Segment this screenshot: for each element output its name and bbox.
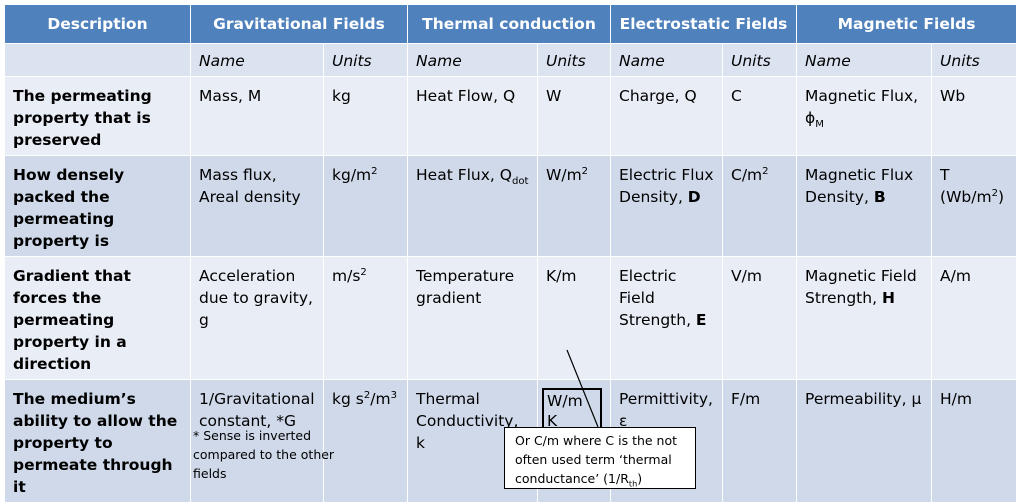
grav-units-cell: kg — [322, 76, 409, 156]
grav-name-cell: Acceleration due to gravity, g — [190, 256, 324, 380]
header-gravitational-fields: Gravitational Fields — [189, 4, 409, 44]
thermal-name-cell: Heat Flow, Q — [407, 76, 539, 156]
magnetic-units-text: T (Wb/m — [940, 166, 992, 206]
subheader-row: Name Units Name Units Name Units Name Un… — [4, 43, 1018, 77]
thermal-units-text: W/m — [546, 166, 582, 184]
magnetic-name-text: Magnetic Flux, ϕ — [805, 87, 919, 127]
electro-name-cell: Electric Field Strength, E — [610, 256, 724, 380]
subheader-empty — [4, 43, 191, 77]
table-row: Gradient that forces the permeating prop… — [4, 256, 1018, 380]
magnetic-name-cell: Magnetic Field Strength, H — [796, 256, 933, 380]
magnetic-units-cell: T (Wb/m2) — [931, 155, 1018, 257]
electro-name-symbol: D — [687, 188, 701, 206]
electro-name-text: Electric Flux Density, — [619, 166, 714, 206]
callout-subscript: th — [628, 478, 638, 489]
electro-name-text: Electric Field Strength, — [619, 267, 696, 329]
grav-units-cell: kg/m2 — [322, 155, 409, 257]
row-label: The permeating property that is preserve… — [4, 76, 191, 156]
magnetic-units-cell: A/m — [931, 256, 1018, 380]
electro-name-cell: Electric Flux Density, D — [610, 155, 724, 257]
grav-units-denominator: /m — [370, 390, 391, 408]
grav-name-cell: Mass, M — [190, 76, 324, 156]
row-label: Gradient that forces the permeating prop… — [4, 256, 191, 380]
thermal-units-cell: K/m — [537, 256, 612, 380]
thermal-name-text: Heat Flux, Q — [416, 166, 512, 184]
header-electrostatic-fields: Electrostatic Fields — [610, 4, 798, 44]
footnote: * Sense is inverted compared to the othe… — [193, 428, 335, 481]
grav-units-text: kg s — [332, 390, 364, 408]
header-thermal-conduction: Thermal conduction — [407, 4, 612, 44]
grav-units-superscript: 2 — [363, 389, 371, 401]
header-description: Description — [4, 4, 191, 44]
magnetic-name-cell: Permeability, μ — [796, 379, 933, 503]
grav-units-superscript: 2 — [371, 165, 378, 177]
subheader-name: Name — [610, 43, 724, 77]
electro-name-symbol: E — [695, 311, 707, 329]
row-label: The medium’s ability to allow the proper… — [4, 379, 191, 503]
thermal-units-superscript: 2 — [581, 165, 589, 177]
callout-box: Or C/m where C is the not often used ter… — [504, 427, 696, 489]
magnetic-name-subscript: M — [815, 119, 824, 131]
grav-units-superscript: 2 — [360, 266, 367, 278]
magnetic-name-text: Magnetic Field Strength, — [805, 267, 917, 307]
header-magnetic-fields: Magnetic Fields — [796, 4, 1018, 44]
thermal-units-cell: W/m2 — [537, 155, 612, 257]
callout-close: ) — [637, 471, 643, 486]
subheader-units: Units — [722, 43, 798, 77]
thermal-name-cell: Heat Flux, Qdot — [407, 155, 539, 257]
subheader-units: Units — [931, 43, 1018, 77]
magnetic-name-cell: Magnetic Flux Density, B — [796, 155, 933, 257]
thermal-name-subscript: dot — [511, 176, 529, 188]
electro-units-cell: V/m — [722, 256, 798, 380]
table-row: How densely packed the permeating proper… — [4, 155, 1018, 257]
thermal-units-cell: W — [537, 76, 612, 156]
grav-name-cell: Mass flux, Areal density — [190, 155, 324, 257]
electro-name-cell: Charge, Q — [610, 76, 724, 156]
subheader-name: Name — [407, 43, 539, 77]
grav-units-text: kg/m — [332, 166, 372, 184]
magnetic-units-cell: H/m — [931, 379, 1018, 503]
electro-units-cell: F/m — [722, 379, 798, 503]
magnetic-name-cell: Magnetic Flux, ϕM — [796, 76, 933, 156]
grav-units-text: m/s — [332, 267, 361, 285]
grav-units-superscript-2: 3 — [390, 389, 397, 401]
callout-text: Or C/m where C is the not often used ter… — [515, 433, 678, 486]
magnetic-units-close: ) — [997, 188, 1005, 206]
electro-units-cell: C — [722, 76, 798, 156]
magnetic-name-text: Magnetic Flux Density, — [805, 166, 914, 206]
header-row: Description Gravitational Fields Thermal… — [4, 4, 1018, 44]
magnetic-name-symbol: B — [873, 188, 886, 206]
grav-units-cell: m/s2 — [322, 256, 409, 380]
magnetic-name-symbol: H — [881, 289, 895, 307]
electro-units-cell: C/m2 — [722, 155, 798, 257]
subheader-name: Name — [796, 43, 933, 77]
table-row: The permeating property that is preserve… — [4, 76, 1018, 156]
magnetic-units-superscript: 2 — [991, 187, 998, 199]
subheader-units: Units — [322, 43, 409, 77]
grav-units-cell: kg s2/m3 — [322, 379, 409, 503]
row-label: How densely packed the permeating proper… — [4, 155, 191, 257]
subheader-units: Units — [537, 43, 612, 77]
subheader-name: Name — [190, 43, 324, 77]
grav-name-cell: 1/Gravitational constant, *G — [190, 379, 324, 503]
electro-units-superscript: 2 — [762, 165, 769, 177]
thermal-name-cell: Temperature gradient — [407, 256, 539, 380]
magnetic-units-cell: Wb — [931, 76, 1018, 156]
electro-units-text: C/m — [731, 166, 763, 184]
